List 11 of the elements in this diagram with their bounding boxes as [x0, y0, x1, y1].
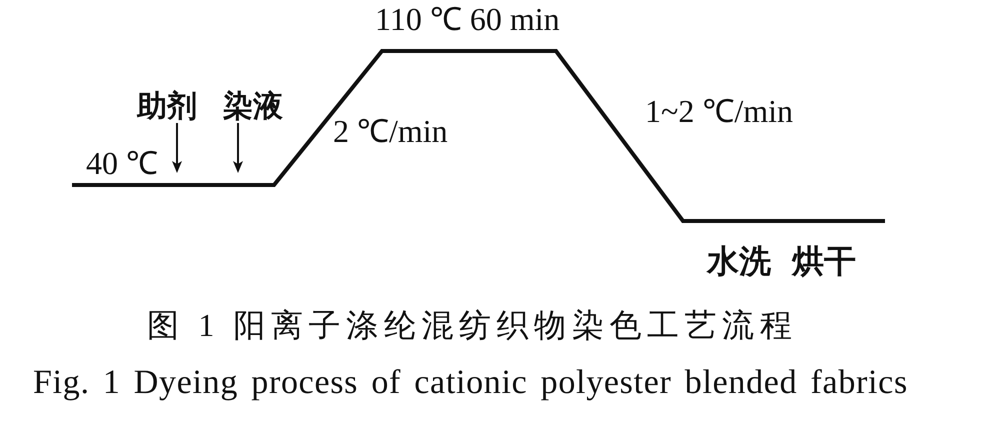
arrow	[172, 123, 182, 173]
temperature-label: 40 ℃	[86, 147, 158, 179]
figure-caption: 图 1 阳离子涤纶混纺织物染色工艺流程	[147, 309, 798, 341]
hold-condition-label: 110 ℃ 60 min	[375, 3, 560, 35]
arrow	[233, 123, 243, 173]
step-label: 染液	[223, 92, 283, 122]
heating-rate-label: 2 ℃/min	[333, 115, 448, 147]
step-label: 助剂	[137, 92, 197, 122]
cooling-rate-label: 1~2 ℃/min	[645, 95, 793, 127]
step-label: 水洗 烘干	[707, 245, 856, 277]
figure-caption: Fig. 1 Dyeing process of cationic polyester blended fabrics	[33, 366, 908, 400]
